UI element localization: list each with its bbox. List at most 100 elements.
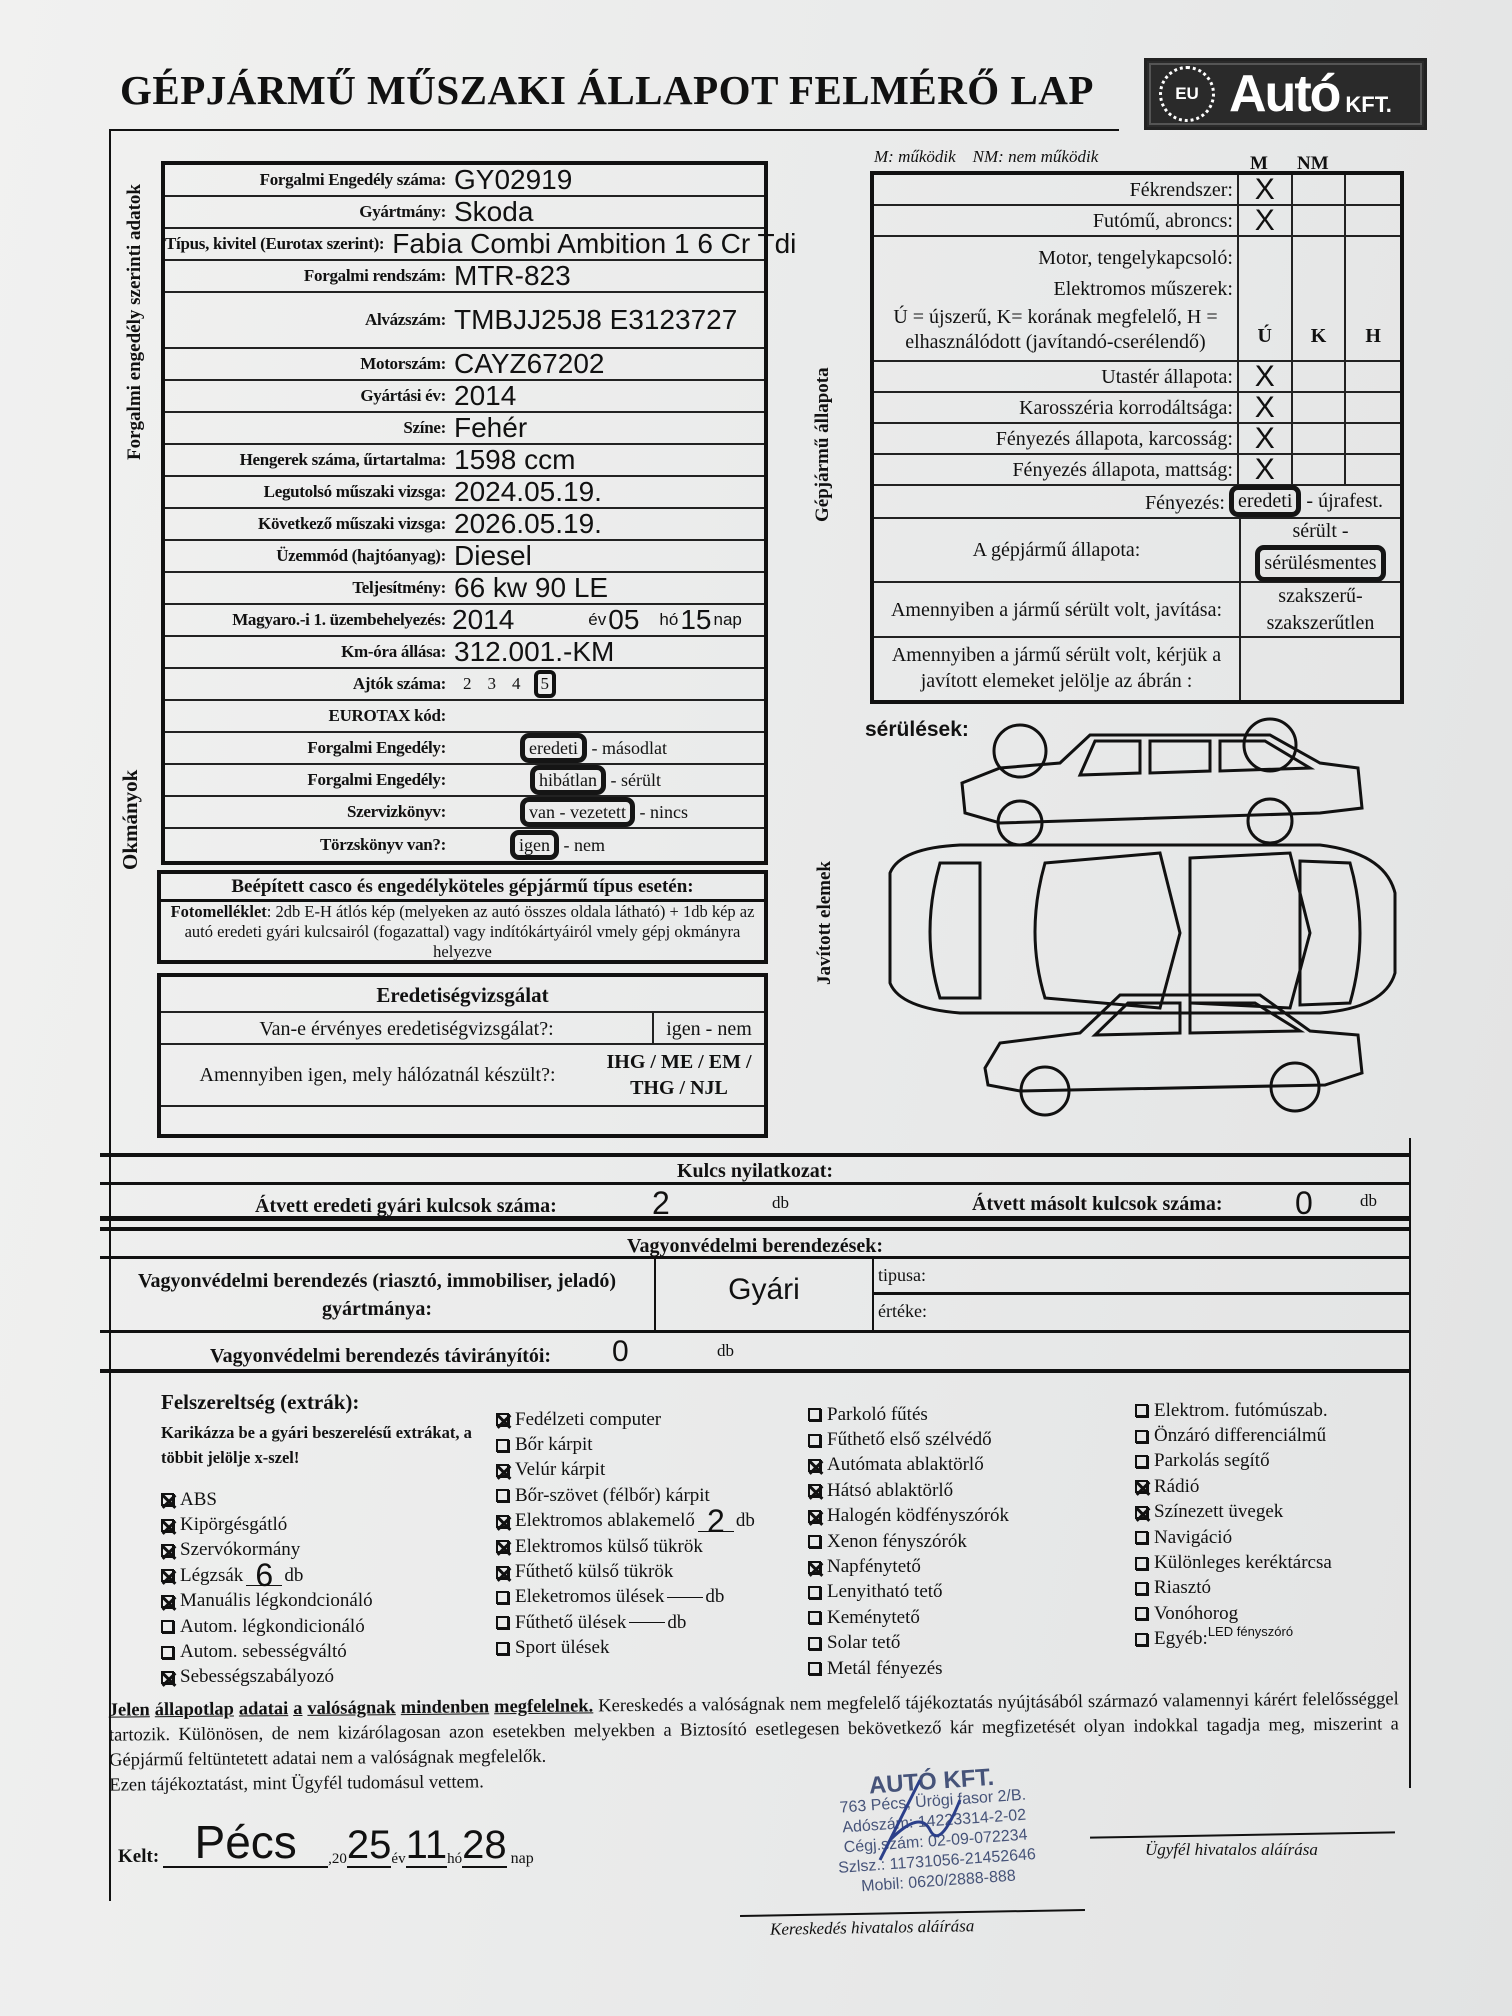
checkbox-empty-icon[interactable] bbox=[1135, 1404, 1148, 1418]
checkbox-checked-icon[interactable] bbox=[161, 1543, 174, 1557]
checkbox-checked-icon[interactable] bbox=[1135, 1505, 1148, 1519]
equipment-item[interactable]: Halogén ködfényszórók bbox=[808, 1504, 1009, 1529]
security-type-label[interactable]: tipusa: bbox=[874, 1259, 1410, 1295]
condition-cell[interactable] bbox=[1293, 175, 1347, 204]
field-value[interactable]: Fabia Combi Ambition 1 6 Cr Tdi bbox=[392, 228, 797, 259]
equipment-item[interactable]: Parkolás segítő bbox=[1135, 1449, 1332, 1474]
checkbox-empty-icon[interactable] bbox=[161, 1645, 174, 1659]
door-option[interactable]: 5 bbox=[533, 670, 556, 698]
checkbox-empty-icon[interactable] bbox=[808, 1408, 821, 1422]
condition-cell[interactable] bbox=[1346, 424, 1400, 453]
checkbox-empty-icon[interactable] bbox=[1135, 1581, 1148, 1595]
condition-cell[interactable] bbox=[1346, 393, 1400, 422]
document-option[interactable]: eredeti bbox=[520, 732, 587, 763]
checkbox-empty-icon[interactable] bbox=[496, 1489, 509, 1503]
equipment-item[interactable]: Solar tető bbox=[808, 1631, 1009, 1656]
checkbox-empty-icon[interactable] bbox=[808, 1585, 821, 1599]
odometer-value[interactable]: 312.001.-KM bbox=[454, 636, 615, 667]
checkbox-empty-icon[interactable] bbox=[1135, 1531, 1148, 1545]
checkbox-checked-icon[interactable] bbox=[808, 1509, 821, 1523]
checkbox-empty-icon[interactable] bbox=[496, 1438, 509, 1452]
checkbox-empty-icon[interactable] bbox=[808, 1611, 821, 1625]
checkbox-checked-icon[interactable] bbox=[496, 1463, 509, 1477]
checkbox-empty-icon[interactable] bbox=[496, 1590, 509, 1604]
orig-keys-value[interactable]: 2 bbox=[652, 1185, 670, 1221]
equipment-item[interactable]: Rádió bbox=[1135, 1474, 1332, 1499]
first-reg-day[interactable]: 15 bbox=[680, 604, 712, 635]
equipment-item[interactable]: Xenon fényszórók bbox=[808, 1529, 1009, 1554]
checkbox-checked-icon[interactable] bbox=[496, 1565, 509, 1579]
document-option[interactable]: hibátlan bbox=[530, 764, 606, 795]
equipment-item[interactable]: Elektrom. futómúszab. bbox=[1135, 1398, 1332, 1423]
equipment-item[interactable]: Riasztó bbox=[1135, 1576, 1332, 1601]
equipment-item[interactable]: Kipörgésgátló bbox=[161, 1512, 373, 1537]
condition-cell[interactable] bbox=[1346, 206, 1400, 235]
checkbox-checked-icon[interactable] bbox=[161, 1569, 174, 1583]
equipment-item[interactable]: ABS bbox=[161, 1487, 373, 1512]
checkbox-empty-icon[interactable] bbox=[1135, 1556, 1148, 1570]
condition-cell[interactable] bbox=[1346, 362, 1400, 391]
equipment-item[interactable]: Bőr kárpit bbox=[496, 1432, 755, 1457]
signed-day[interactable]: 28 bbox=[462, 1823, 507, 1868]
signed-month[interactable]: 11 bbox=[405, 1823, 448, 1868]
equipment-item[interactable]: Autómata ablaktörlő bbox=[808, 1453, 1009, 1478]
repair-option[interactable]: szakszerűtlen bbox=[1266, 611, 1375, 634]
equipment-item[interactable]: Vonóhorog bbox=[1135, 1601, 1332, 1626]
checkbox-empty-icon[interactable] bbox=[496, 1641, 509, 1655]
equipment-item[interactable]: Önzáró differenciálmű bbox=[1135, 1423, 1332, 1448]
equipment-item[interactable]: Bőr-szövet (félbőr) kárpit bbox=[496, 1483, 755, 1508]
field-value[interactable]: Skoda bbox=[454, 196, 534, 227]
signed-year[interactable]: 25 bbox=[346, 1823, 392, 1868]
checkbox-empty-icon[interactable] bbox=[161, 1620, 174, 1634]
paint-option[interactable]: eredeti bbox=[1229, 485, 1302, 517]
repair-option[interactable]: szakszerű- bbox=[1278, 584, 1363, 607]
condition-cell[interactable] bbox=[1293, 424, 1347, 453]
checkbox-checked-icon[interactable] bbox=[496, 1413, 509, 1427]
equipment-count[interactable]: 2 bbox=[697, 1505, 734, 1537]
security-value-label[interactable]: értéke: bbox=[878, 1301, 927, 1321]
equipment-item[interactable]: Manuális légkondcionáló bbox=[161, 1589, 373, 1614]
checkbox-empty-icon[interactable] bbox=[808, 1535, 821, 1549]
checkbox-empty-icon[interactable] bbox=[1135, 1429, 1148, 1443]
equipment-count[interactable] bbox=[667, 1596, 704, 1598]
checkbox-checked-icon[interactable] bbox=[808, 1458, 821, 1472]
vehicle-state-option[interactable]: sérülésmentes bbox=[1255, 545, 1386, 582]
checkbox-empty-icon[interactable] bbox=[1135, 1632, 1148, 1646]
checkbox-checked-icon[interactable] bbox=[496, 1514, 509, 1528]
equipment-item[interactable]: Hátsó ablaktörlő bbox=[808, 1478, 1009, 1503]
document-option[interactable]: van - vezetett bbox=[520, 796, 635, 827]
equipment-item[interactable]: Napfénytető bbox=[808, 1554, 1009, 1579]
equipment-item[interactable]: Navigáció bbox=[1135, 1525, 1332, 1550]
remote-value[interactable]: 0 bbox=[612, 1335, 629, 1368]
field-value[interactable]: MTR-823 bbox=[454, 260, 571, 291]
checkbox-empty-icon[interactable] bbox=[808, 1636, 821, 1650]
equipment-item[interactable]: Sport ülések bbox=[496, 1636, 755, 1661]
checkbox-empty-icon[interactable] bbox=[496, 1616, 509, 1630]
document-option[interactable]: nem bbox=[574, 834, 605, 855]
first-reg-year[interactable]: 2014 bbox=[452, 604, 515, 635]
paint-option[interactable]: újrafest. bbox=[1318, 490, 1384, 512]
equipment-item[interactable]: Különleges keréktárcsa bbox=[1135, 1550, 1332, 1575]
equipment-item[interactable]: Szervókormány bbox=[161, 1538, 373, 1563]
equipment-item[interactable]: Autom. légkondicionáló bbox=[161, 1614, 373, 1639]
checkbox-checked-icon[interactable] bbox=[808, 1484, 821, 1498]
condition-cell[interactable]: X bbox=[1239, 422, 1293, 455]
condition-cell[interactable]: X bbox=[1239, 453, 1293, 486]
document-option[interactable]: sérült bbox=[620, 769, 661, 790]
copy-keys-value[interactable]: 0 bbox=[1295, 1185, 1313, 1221]
checkbox-empty-icon[interactable] bbox=[808, 1662, 821, 1676]
field-value[interactable]: 2024.05.19. bbox=[454, 476, 602, 507]
condition-cell[interactable]: X bbox=[1239, 204, 1293, 237]
checkbox-empty-icon[interactable] bbox=[1135, 1454, 1148, 1468]
door-option[interactable]: 2 bbox=[463, 674, 472, 693]
equipment-item[interactable]: Parkoló fűtés bbox=[808, 1402, 1009, 1427]
checkbox-checked-icon[interactable] bbox=[808, 1560, 821, 1574]
document-option[interactable]: igen bbox=[510, 829, 559, 860]
condition-cell[interactable] bbox=[1346, 175, 1400, 204]
car-damage-diagram[interactable] bbox=[880, 713, 1410, 1133]
checkbox-empty-icon[interactable] bbox=[808, 1433, 821, 1447]
